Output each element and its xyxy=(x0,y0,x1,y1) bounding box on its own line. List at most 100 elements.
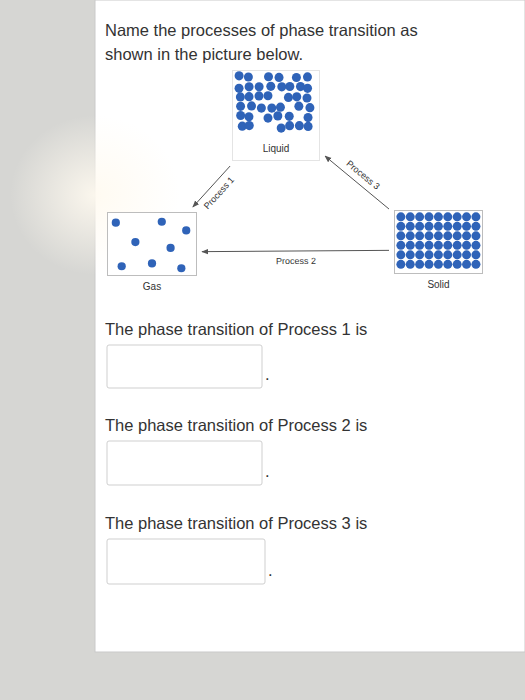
answer-prompt: The phase transition of Process 1 is xyxy=(105,320,367,339)
phase-label: Solid xyxy=(394,279,483,290)
phase-node: Liquid xyxy=(232,70,320,161)
liquid-particle xyxy=(295,121,304,130)
solid-particle xyxy=(415,231,424,240)
liquid-particle xyxy=(236,111,245,120)
solid-particle xyxy=(471,260,480,269)
solid-particle xyxy=(425,222,434,231)
liquid-particle xyxy=(235,71,244,80)
liquid-particle xyxy=(294,102,303,111)
solid-particle xyxy=(471,212,480,221)
gas-particle xyxy=(182,226,190,234)
solid-particle xyxy=(396,260,405,269)
solid-particle xyxy=(462,222,471,231)
solid-particle xyxy=(425,260,434,269)
liquid-particle xyxy=(292,73,301,82)
particle-picture xyxy=(108,213,196,275)
period-text: . xyxy=(268,561,273,579)
solid-particle xyxy=(453,250,462,259)
solid-particle xyxy=(425,212,434,221)
solid-particle xyxy=(462,241,471,250)
solid-particle xyxy=(406,250,415,259)
liquid-particle xyxy=(236,102,245,111)
period-text: . xyxy=(265,462,270,480)
solid-particle xyxy=(425,231,434,240)
gas-particle xyxy=(148,259,156,267)
liquid-particle xyxy=(264,72,273,81)
solid-particle xyxy=(443,250,452,259)
solid-particle xyxy=(462,231,471,240)
phase-label: Liquid xyxy=(233,143,319,154)
solid-particle xyxy=(471,222,480,231)
solid-particle xyxy=(396,231,405,240)
liquid-particle xyxy=(263,91,272,100)
solid-particle xyxy=(453,260,462,269)
solid-particle xyxy=(396,250,405,259)
liquid-particle xyxy=(244,112,253,121)
particle-picture xyxy=(395,211,482,273)
liquid-particle xyxy=(285,112,294,121)
solid-particle xyxy=(434,260,443,269)
solid-particle xyxy=(396,222,405,231)
solid-particle xyxy=(406,222,415,231)
solid-particle xyxy=(425,241,434,250)
liquid-particle xyxy=(303,84,312,93)
prompt-text: The phase transition of Process 3 is xyxy=(105,514,367,532)
solid-particle xyxy=(443,222,452,231)
particle-box xyxy=(394,210,483,274)
liquid-particle xyxy=(305,103,314,112)
solid-particle xyxy=(415,250,424,259)
answer-input xyxy=(107,441,262,485)
solid-particle xyxy=(406,231,415,240)
liquid-particle xyxy=(254,91,263,100)
solid-particle xyxy=(471,241,480,250)
liquid-particle xyxy=(266,82,275,91)
liquid-particle xyxy=(304,113,313,122)
solid-particle xyxy=(396,212,405,221)
liquid-particle xyxy=(303,72,312,81)
sentence-period: . xyxy=(265,365,270,384)
solid-particle xyxy=(462,260,471,269)
liquid-particle xyxy=(276,103,285,112)
solid-particle xyxy=(453,222,462,231)
solid-particle xyxy=(406,212,415,221)
phase-label: Gas xyxy=(107,281,197,292)
solid-particle xyxy=(434,241,443,250)
title-wrap: Name the processes of phase transition a… xyxy=(105,18,445,66)
solid-particle xyxy=(434,231,443,240)
liquid-particle xyxy=(245,82,254,91)
solid-particle xyxy=(443,241,452,250)
solid-particle xyxy=(471,250,480,259)
answer-prompt: The phase transition of Process 3 is xyxy=(105,514,367,533)
liquid-particle xyxy=(273,111,282,120)
liquid-particle xyxy=(255,82,264,91)
answer-input xyxy=(107,539,265,584)
liquid-particle xyxy=(245,92,254,101)
answer-input xyxy=(107,345,262,388)
prompt-text: The phase transition of Process 2 is xyxy=(105,416,367,434)
sentence-period: . xyxy=(268,561,273,580)
sentence-period: . xyxy=(265,462,270,481)
prompt-text: The phase transition of Process 1 is xyxy=(105,320,367,338)
liquid-particle xyxy=(267,103,276,112)
gas-particle xyxy=(158,218,166,226)
particle-box xyxy=(233,71,317,135)
question-title: Name the processes of phase transition a… xyxy=(105,18,445,66)
solid-particle xyxy=(434,212,443,221)
solid-particle xyxy=(443,212,452,221)
phase-node: Solid xyxy=(394,210,483,290)
period-text: . xyxy=(265,365,270,383)
liquid-particle xyxy=(236,92,245,101)
solid-particle xyxy=(434,222,443,231)
solid-particle xyxy=(453,212,462,221)
solid-particle xyxy=(462,212,471,221)
liquid-particle xyxy=(245,121,254,130)
solid-particle xyxy=(406,241,415,250)
gas-particle xyxy=(177,264,185,272)
solid-particle xyxy=(462,250,471,259)
solid-particle xyxy=(415,241,424,250)
liquid-particle xyxy=(263,114,272,123)
solid-particle xyxy=(471,231,480,240)
solid-particle xyxy=(434,250,443,259)
solid-particle xyxy=(415,260,424,269)
